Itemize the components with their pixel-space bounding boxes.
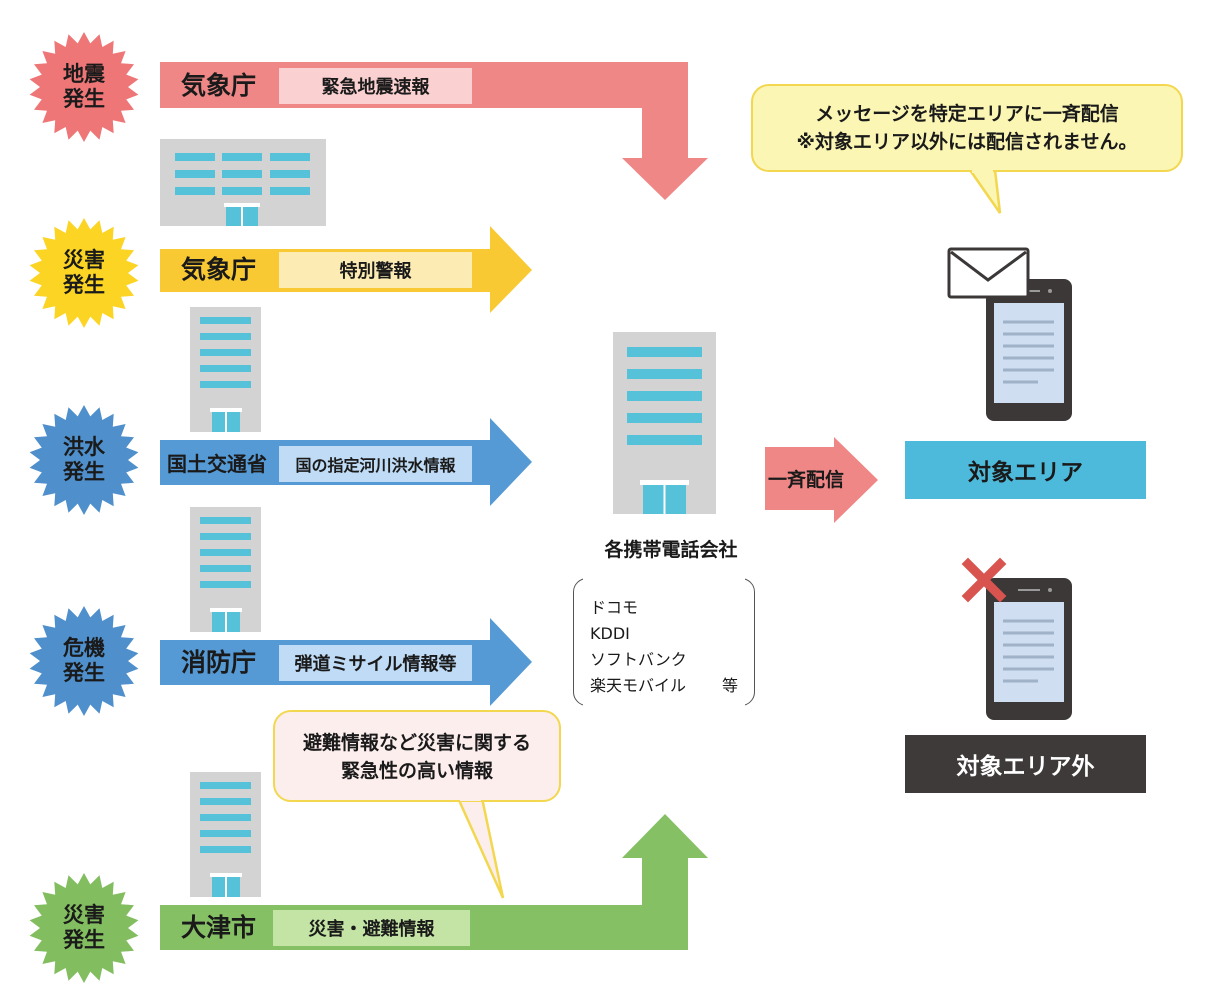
event-label-crisis: 危機発生 [63,636,105,685]
outside-area-box: 対象エリア外 [905,735,1146,793]
fdma-building-icon [190,507,261,632]
callout-top-line1: メッセージを特定エリアに一斉配信 [815,103,1119,125]
info-label: 国の指定河川洪水情報 [279,446,472,482]
carrier-title: 各携帯電話会社 [604,539,738,561]
carrier-name: ソフトバンク [590,650,687,669]
broadcast-label: 一斉配信 [768,469,845,491]
agency-label: 気象庁 [181,255,257,284]
jma-building-icon [160,139,326,226]
event-label-disaster: 災害発生 [63,248,105,297]
carrier-list: ドコモ KDDI ソフトバンク 楽天モバイル [590,595,687,699]
mlit-building-icon [190,307,261,432]
envelope-icon [947,247,1030,299]
broadcast-arrow [765,437,878,523]
agency-label: 国土交通省 [167,452,267,476]
agency-label: 大津市 [181,913,257,942]
city-building-icon [190,772,261,897]
target-area-label: 対象エリア [968,460,1083,486]
carrier-name: ドコモ [590,598,639,617]
info-label: 緊急地震速報 [279,68,472,104]
callout-bottom-line2: 緊急性の高い情報 [340,760,493,782]
event-burst-icon [29,32,139,142]
smartphone-icon [986,279,1072,421]
carrier-name: 楽天モバイル [590,676,687,695]
carrier-building-icon [613,332,716,514]
callout-bottom-line1: 避難情報など災害に関する [302,732,531,754]
smartphone-icon [986,578,1072,720]
callout-bottom: 避難情報など災害に関する 緊急性の高い情報 [273,710,561,802]
event-label-flood: 洪水発生 [63,435,105,484]
callout-top-seam [972,168,993,173]
event-burst-icon [29,606,139,716]
info-label: 特別警報 [279,252,472,288]
event-burst-icon [29,218,139,328]
carrier-etc: 等 [722,676,739,695]
cross-icon [961,557,1007,603]
bracket-gap-bottom [583,703,745,707]
info-label: 弾道ミサイル情報等 [279,645,472,681]
event-label-earthquake: 地震発生 [63,62,105,111]
event-burst-icon [29,405,139,515]
callout-bottom-seam [460,796,481,801]
info-label: 災害・避難情報 [273,910,470,946]
carrier-name: KDDI [590,624,630,643]
event-burst-icon [29,873,139,983]
outside-area-label: 対象エリア外 [956,754,1095,780]
event-label-disaster-city: 災害発生 [63,903,105,952]
agency-label: 気象庁 [181,71,257,100]
agency-label: 消防庁 [181,648,257,677]
callout-bottom-tail [456,796,505,899]
target-area-box: 対象エリア [905,441,1146,499]
callout-top: メッセージを特定エリアに一斉配信 ※対象エリア以外には配信されません。 [751,84,1183,172]
carrier-list-bracket: ドコモ KDDI ソフトバンク 楽天モバイル 等 [573,578,755,706]
bracket-gap-top [583,577,745,581]
callout-top-line2: ※対象エリア以外には配信されません。 [796,131,1138,153]
callout-top-tail [967,168,1002,214]
